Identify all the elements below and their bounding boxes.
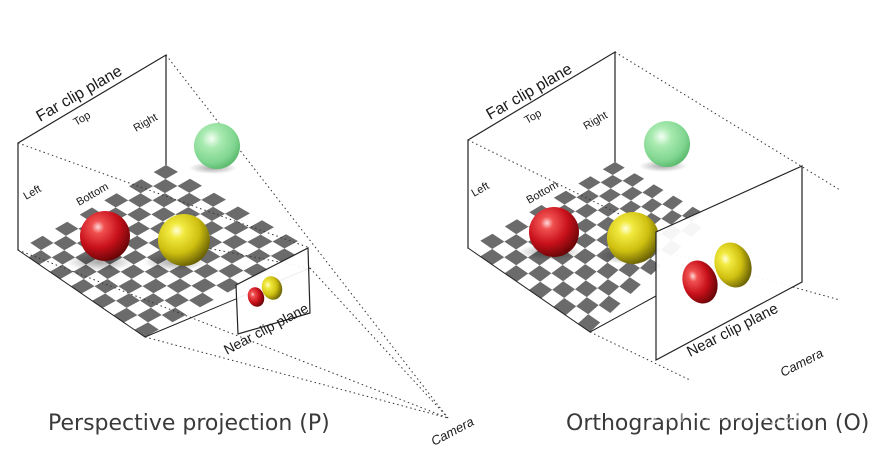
watermark-text: 知乎 @marsggbo: [652, 401, 819, 425]
perspective-camera-label: Camera: [428, 414, 476, 449]
orthographic-camera-label: Camera: [778, 345, 826, 379]
perspective-yellow-sphere: [158, 214, 210, 266]
orthographic-red-sphere: [529, 207, 579, 257]
orthographic-green-sphere: [644, 121, 690, 167]
perspective-caption: Perspective projection (P): [48, 411, 330, 436]
orthographic-yellow-sphere: [607, 212, 659, 264]
perspective-red-sphere: [80, 211, 130, 261]
orthographic-caption: Orthographic projection (O): [566, 411, 869, 436]
perspective-panel: Far clip plane Top Right Left Bottom Nea…: [17, 53, 476, 449]
orthographic-panel: Far clip plane Top Right Left Bottom Nea…: [467, 50, 869, 436]
perspective-green-sphere: [194, 123, 240, 169]
